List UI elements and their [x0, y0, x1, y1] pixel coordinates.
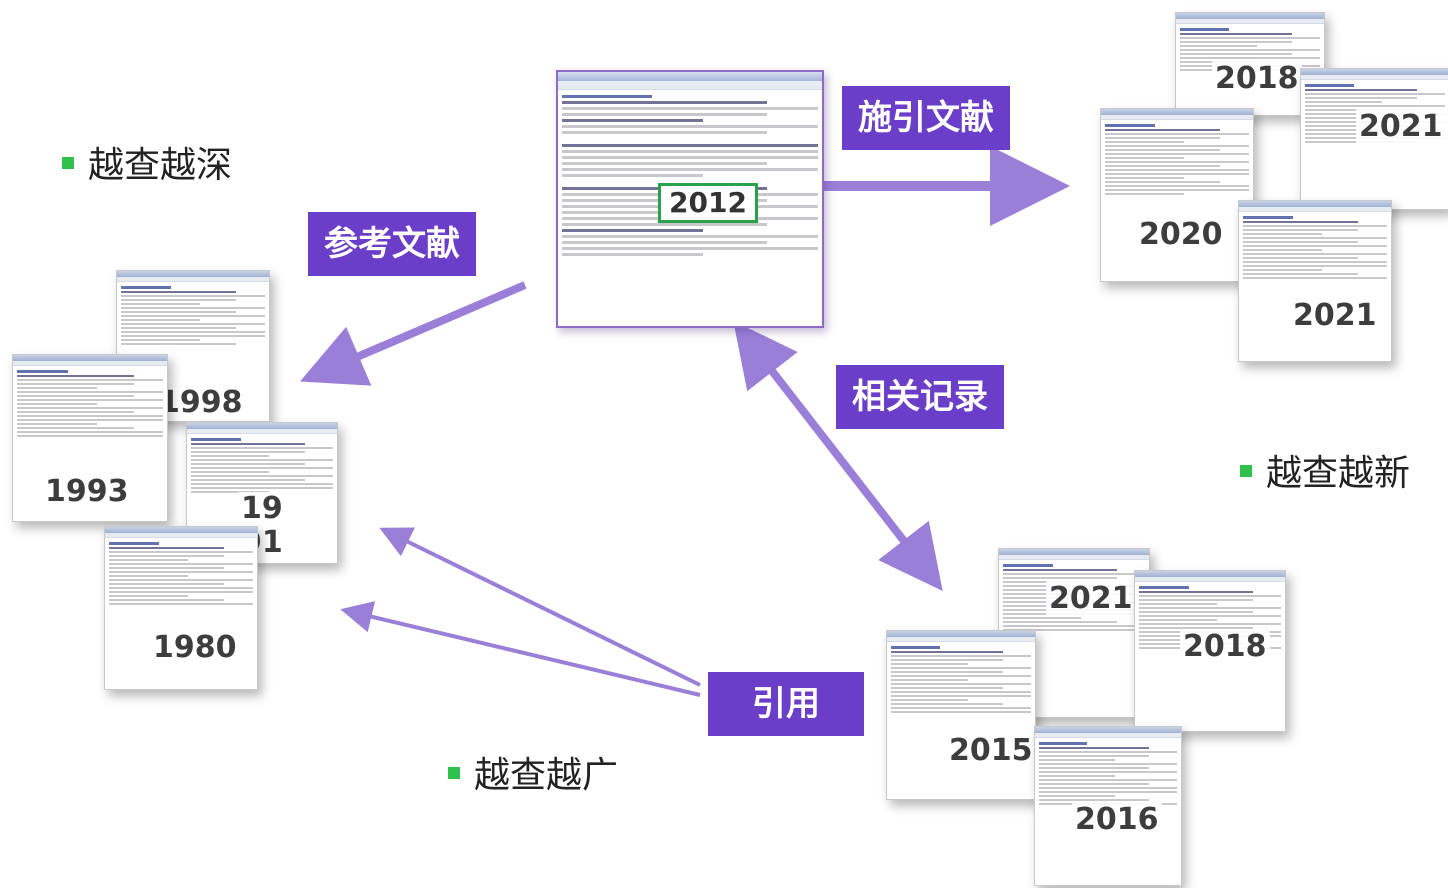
reference-year-2: 1993 — [42, 474, 132, 510]
arrow-cited-1 — [379, 527, 701, 687]
citing-year-2: 2021 — [1356, 109, 1446, 145]
reference-year-4: 1980 — [150, 630, 240, 666]
center-record-year: 2012 — [658, 183, 758, 223]
bullet-square-icon — [448, 767, 460, 779]
citing-record-2021b — [1238, 200, 1392, 362]
bullet-wider: 越查越广 — [448, 754, 618, 798]
arrow-related — [733, 321, 943, 591]
tag-citing: 施引文献 — [842, 86, 1010, 150]
citing-record-2020 — [1100, 108, 1254, 282]
bullet-square-icon — [1240, 465, 1252, 477]
citing-year-4: 2021 — [1290, 298, 1380, 334]
arrow-references — [299, 281, 527, 386]
tag-related: 相关记录 — [836, 365, 1004, 429]
bullet-newer: 越查越新 — [1240, 452, 1410, 496]
reference-year-1: 1998 — [156, 385, 246, 421]
bullet-deeper: 越查越深 — [62, 144, 232, 188]
citing-year-3: 2020 — [1136, 217, 1226, 253]
tag-references: 参考文献 — [308, 212, 476, 276]
tag-cited: 引用 — [708, 672, 864, 736]
related-record-2015 — [886, 630, 1036, 800]
related-year-2: 2018 — [1180, 629, 1270, 665]
related-year-4: 2016 — [1072, 802, 1162, 838]
citing-year-1: 2018 — [1212, 61, 1302, 97]
bullet-square-icon — [62, 157, 74, 169]
related-year-1: 2021 — [1046, 581, 1136, 617]
related-year-3: 2015 — [946, 733, 1036, 769]
arrow-cited-2 — [340, 601, 701, 697]
